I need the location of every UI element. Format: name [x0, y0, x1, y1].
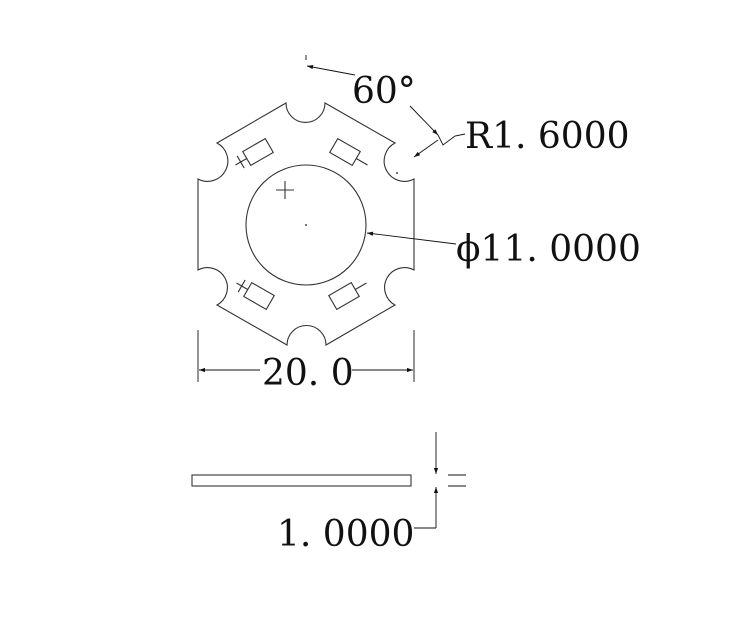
pad-upper-right [328, 137, 368, 167]
board-side-profile [191, 474, 412, 487]
thickness-dimension [414, 432, 466, 529]
diameter-leader [366, 231, 457, 245]
radius-label: R1. 6000 [465, 116, 630, 157]
diameter-label: ϕ11. 0000 [456, 229, 641, 270]
board-outline [197, 102, 415, 346]
center-point-icon [305, 224, 307, 226]
center-hole [245, 164, 367, 286]
dimension-annotations [197, 55, 466, 382]
width-label: 20. 0 [262, 353, 354, 394]
angle-leader [306, 65, 356, 76]
pad-upper-left [235, 137, 275, 169]
notch-center-point-icon [396, 172, 398, 174]
pad-lower-right [327, 281, 367, 311]
pad-lower-left [236, 279, 276, 311]
angle-label: 60° [352, 71, 416, 112]
cross-marker-icon [276, 181, 294, 199]
thickness-label: 1. 0000 [277, 514, 414, 555]
side-view [191, 474, 412, 487]
plan-view [197, 102, 415, 346]
